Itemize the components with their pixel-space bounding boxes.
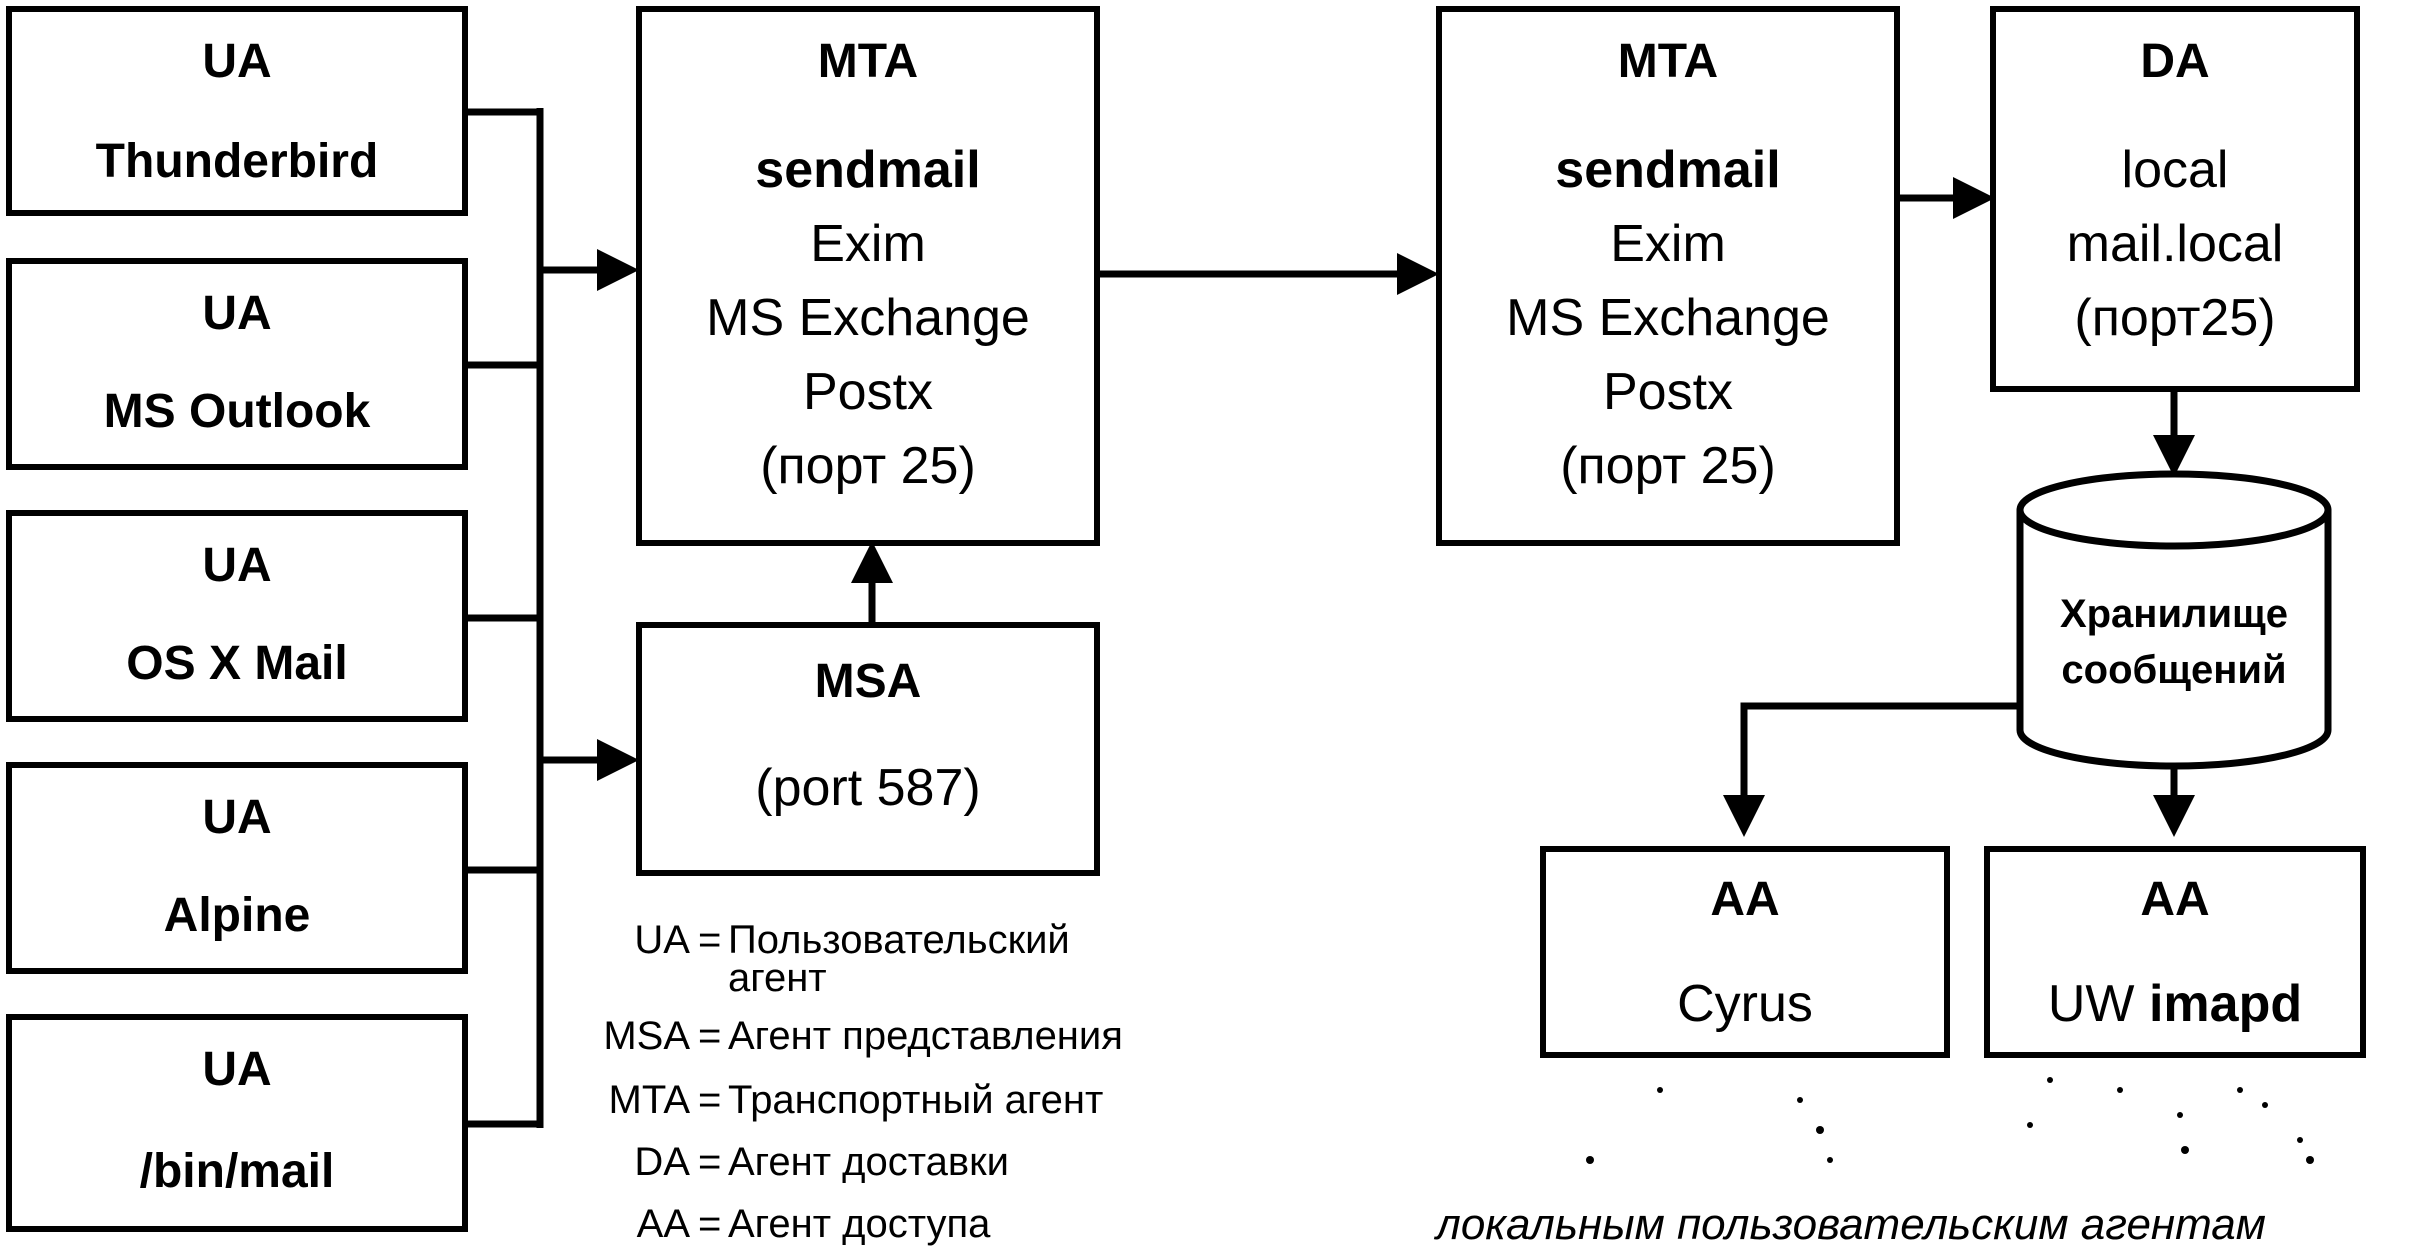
caption-local-agents: локальным пользовательским агентам [1436,1200,2266,1249]
legend-text: Пользовательский [728,918,1070,962]
legend: UA = Пользовательский агент MSA = Агент … [560,918,1180,1258]
ua-box-bin-mail: UA /bin/mail [6,1014,468,1232]
legend-text: Агент доступа [728,1202,991,1246]
ua-name-label: OS X Mail [126,637,348,690]
aa-box-cyrus: AA Cyrus [1540,846,1950,1058]
message-store-cylinder [2016,470,2332,770]
da-line-local: local [2121,141,2229,199]
ua-role-label: UA [202,287,272,340]
msa-port-label: (port 587) [755,759,981,817]
legend-text: Агент доставки [728,1140,1009,1184]
ua-name-label: Alpine [163,889,311,942]
legend-sep: = [698,1014,722,1058]
legend-text-cont: агент [728,956,827,1000]
legend-sep: = [698,1202,722,1246]
legend-text: Агент представления [728,1014,1123,1058]
legend-sep: = [698,918,722,962]
mta-line-exim: Exim [1610,215,1726,273]
mta-line-postx: Postx [802,363,934,421]
aa-name-prefix: UW [2047,975,2135,1033]
aa-name-label: Cyrus [1677,975,1813,1033]
mta-box-receiver: MTA sendmail Exim MS Exchange Postx (пор… [1436,6,1900,546]
da-line-port: (порт25) [2074,289,2276,347]
da-box: DA local mail.local (порт25) [1990,6,2360,392]
ua-role-label: UA [202,539,272,592]
ua-box-alpine: UA Alpine [6,762,468,974]
aa-name-bold: imapd [2148,975,2303,1033]
aa-name-label: UW imapd [1990,974,2360,1034]
da-line-mail-local: mail.local [2066,215,2284,273]
aa-role-label: AA [1710,873,1780,926]
store-label-line1: Хранилище [2059,592,2289,636]
mta-line-exchange: MS Exchange [1506,289,1830,347]
ua-box-thunderbird: UA Thunderbird [6,6,468,216]
legend-abbr: AA [636,1202,690,1246]
legend-abbr: UA [634,918,690,962]
mta-line-exim: Exim [810,215,926,273]
legend-abbr: MTA [608,1078,690,1122]
da-role-label: DA [2140,35,2210,88]
mta-box-sender: MTA sendmail Exim MS Exchange Postx (пор… [636,6,1100,546]
ua-box-ms-outlook: UA MS Outlook [6,258,468,470]
legend-abbr: DA [634,1140,690,1184]
aa-role-label: AA [2140,873,2210,926]
mta-line-postx: Postx [1602,363,1734,421]
legend-sep: = [698,1140,722,1184]
store-label-line2: сообщений [2061,648,2287,692]
ua-role-label: UA [202,791,272,844]
mta-line-exchange: MS Exchange [706,289,1030,347]
legend-abbr: MSA [603,1014,690,1058]
ua-role-label: UA [202,35,272,88]
aa-box-imapd: AA UW imapd [1984,846,2366,1058]
ua-name-label: Thunderbird [95,135,379,188]
ua-name-label: /bin/mail [139,1145,335,1198]
mta-line-sendmail: sendmail [1555,141,1781,199]
mta-line-port: (порт 25) [1560,437,1776,495]
ua-box-osx-mail: UA OS X Mail [6,510,468,722]
legend-text: Транспортный агент [728,1078,1104,1122]
ua-name-label: MS Outlook [103,385,371,438]
mta-role-label: MTA [1617,35,1719,88]
mta-line-port: (порт 25) [760,437,976,495]
legend-sep: = [698,1078,722,1122]
msa-box: MSA (port 587) [636,622,1100,876]
mta-role-label: MTA [817,35,919,88]
ua-role-label: UA [202,1043,272,1096]
msa-role-label: MSA [814,655,922,708]
mta-line-sendmail: sendmail [755,141,981,199]
